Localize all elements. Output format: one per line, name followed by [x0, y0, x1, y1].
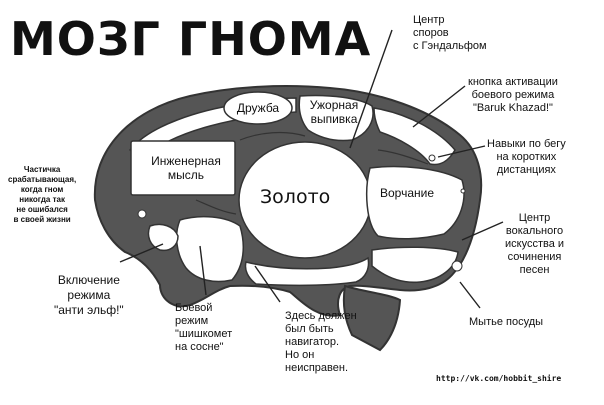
region-grumbling-label: Ворчание — [380, 186, 435, 200]
gyrus-line-2 — [195, 199, 237, 215]
pointer-combat — [199, 245, 207, 296]
dot-vocal — [451, 260, 463, 272]
region-engineering-label: Инженерная мысль — [151, 154, 221, 182]
annotation-combat: Боевой режим "шишкомет на сосне" — [175, 302, 233, 353]
dot-running — [428, 154, 436, 162]
pointer-vocal — [461, 221, 504, 241]
region-lower-right — [371, 246, 459, 284]
gyrus-line-1 — [239, 131, 306, 141]
brain-stem — [342, 284, 402, 352]
dot-baruk — [460, 188, 466, 194]
region-supper-label: Ужорная выпивка — [309, 98, 359, 126]
pointer-antielf — [119, 243, 164, 263]
page-title: МОЗГ ГНОМА — [10, 12, 372, 66]
annotation-gandalf: Центр споров с Гэндальфом — [413, 14, 487, 52]
dot-particle — [137, 209, 147, 219]
region-small-left — [147, 223, 179, 252]
annotation-antielf: Включение режима "анти эльф!" — [54, 273, 124, 317]
annotation-navigator: Здесь должен был быть навигатор. Но он н… — [285, 310, 357, 374]
pointer-running — [437, 145, 486, 158]
pointer-dishes — [459, 281, 481, 309]
pointer-baruk — [412, 85, 466, 128]
gyrus-line-3 — [377, 149, 429, 165]
region-friendship — [223, 91, 293, 125]
region-grumbling — [365, 165, 465, 240]
annotation-vocal: Центр вокального искусства и сочинения п… — [505, 212, 565, 276]
region-friendship-label: Дружба — [236, 101, 280, 115]
annotation-running: Навыки по бегу на коротких дистанциях — [487, 138, 566, 176]
region-supper — [298, 94, 374, 142]
region-engineering — [130, 140, 236, 196]
annotation-dishes: Мытье посуды — [469, 316, 544, 328]
footer-url: http://vk.com/hobbit_shire — [436, 374, 562, 383]
annotation-particle: Частичка срабатывающая, когда гном никог… — [8, 165, 77, 224]
region-gold-label: Золото — [260, 186, 331, 208]
annotation-baruk: кнопка активации боевого режима "Baruk K… — [468, 76, 558, 114]
pointer-navigator — [254, 265, 281, 303]
region-right-arch — [373, 107, 456, 166]
region-lower-left — [175, 215, 245, 283]
region-bottom-strip — [244, 256, 370, 287]
pointer-gandalf — [349, 29, 393, 149]
